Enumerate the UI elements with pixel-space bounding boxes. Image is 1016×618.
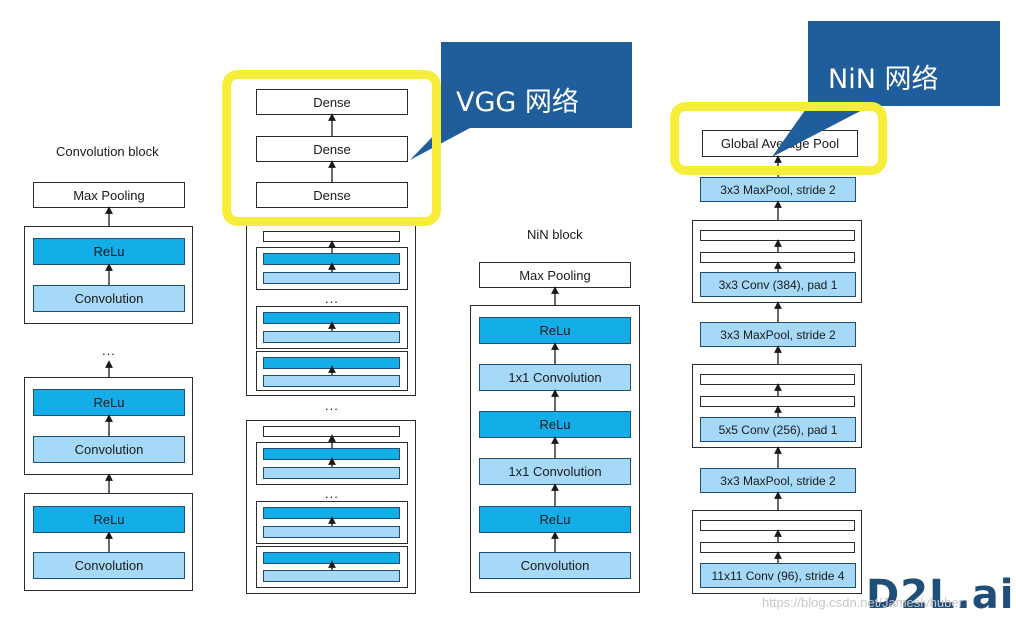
nin-callout-label: NiN 网络 [828,64,939,95]
convolution-bar [263,467,400,479]
relu-box: ReLu [33,506,185,533]
relu-box: ReLu [479,317,631,344]
convolution-box: Convolution [33,285,185,312]
convolution-bar [263,375,400,387]
dense-box: Dense [256,89,408,115]
convolution-bar [263,331,400,343]
maxpool-box: 3x3 MaxPool, stride 2 [700,322,856,347]
nin-highlight [670,102,887,175]
nin-block-title: NiN block [527,227,583,242]
conv-96-box: 11x11 Conv (96), stride 4 [700,563,856,588]
convolution-block-title: Convolution block [56,144,159,159]
convolution-box: Convolution [33,436,185,463]
convolution-bar [263,272,400,284]
relu-box: ReLu [33,238,185,265]
vgg-callout-label: VGG 网络 [456,87,579,118]
ellipsis: ... [102,343,116,358]
vgg-callout-bubble [410,42,632,160]
maxpool-box: 3x3 MaxPool, stride 2 [700,468,856,493]
nin-callout-bubble [772,21,1000,157]
dense-box: Dense [256,182,408,208]
conv-256-box: 5x5 Conv (256), pad 1 [700,417,856,442]
ellipsis: ... [325,398,339,413]
ellipsis: ... [325,486,339,501]
conv-1x1-box: 1x1 Convolution [479,458,631,485]
conv-1x1-box: 1x1 Convolution [479,364,631,391]
convolution-bar [263,526,400,538]
convolution-box: Convolution [479,552,631,579]
convolution-box: Convolution [33,552,185,579]
watermark: https://blog.csdn.net/Jameslvhuber [762,595,963,610]
vgg-highlight [222,70,441,226]
conv-384-box: 3x3 Conv (384), pad 1 [700,272,856,297]
d2l-logo: D2L.ai [866,572,1015,618]
convolution-bar [263,570,400,582]
relu-box: ReLu [33,389,185,416]
ellipsis: ... [325,291,339,306]
